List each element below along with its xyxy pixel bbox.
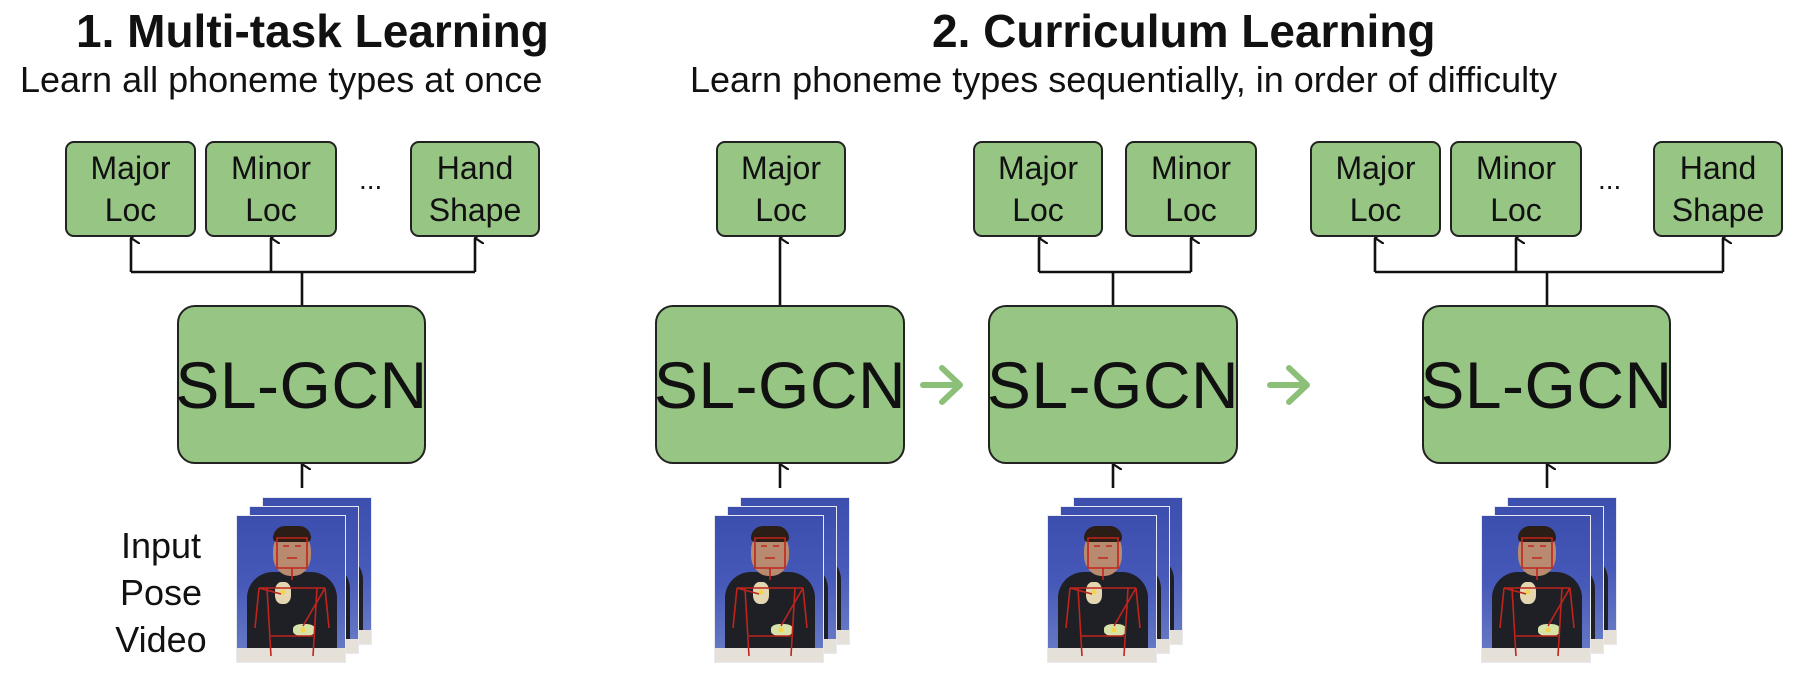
sl-gcn-model-box: SL-GCN (175, 305, 427, 464)
task-box-hand-shape: Hand Shape (1653, 141, 1783, 237)
next-stage-arrow-1 (920, 365, 963, 405)
pose-frame (236, 515, 346, 663)
pose-frame (1481, 515, 1591, 663)
sl-gcn-model-box: SL-GCN (1420, 305, 1672, 464)
pose-video-frames (1481, 497, 1621, 677)
task-box-major-loc: Major Loc (65, 141, 196, 237)
pose-frame (1047, 515, 1157, 663)
task-box-major-loc: Major Loc (973, 141, 1103, 237)
curriculum-subtitle: Learn phoneme types sequentially, in ord… (690, 59, 1558, 100)
task-box-hand-shape: Hand Shape (410, 141, 540, 237)
task-ellipsis: ... (359, 164, 383, 195)
multitask-title: 1. Multi-task Learning (76, 5, 549, 57)
pose-video-frames (714, 497, 854, 677)
input-pose-video-label: Input Pose Video (115, 525, 207, 660)
pose-video-frames (236, 497, 376, 677)
pose-frame (714, 515, 824, 663)
task-box-minor-loc: Minor Loc (1125, 141, 1257, 237)
task-box-minor-loc: Minor Loc (1450, 141, 1582, 237)
pose-video-frames (1047, 497, 1187, 677)
task-box-major-loc: Major Loc (1310, 141, 1441, 237)
task-ellipsis: ... (1598, 164, 1622, 195)
next-stage-arrow-2 (1267, 365, 1310, 405)
task-box-major-loc: Major Loc (716, 141, 846, 237)
task-box-minor-loc: Minor Loc (205, 141, 337, 237)
sl-gcn-model-box: SL-GCN (654, 305, 906, 464)
curriculum-title: 2. Curriculum Learning (932, 5, 1436, 57)
multitask-subtitle: Learn all phoneme types at once (20, 59, 543, 100)
sl-gcn-model-box: SL-GCN (987, 305, 1239, 464)
